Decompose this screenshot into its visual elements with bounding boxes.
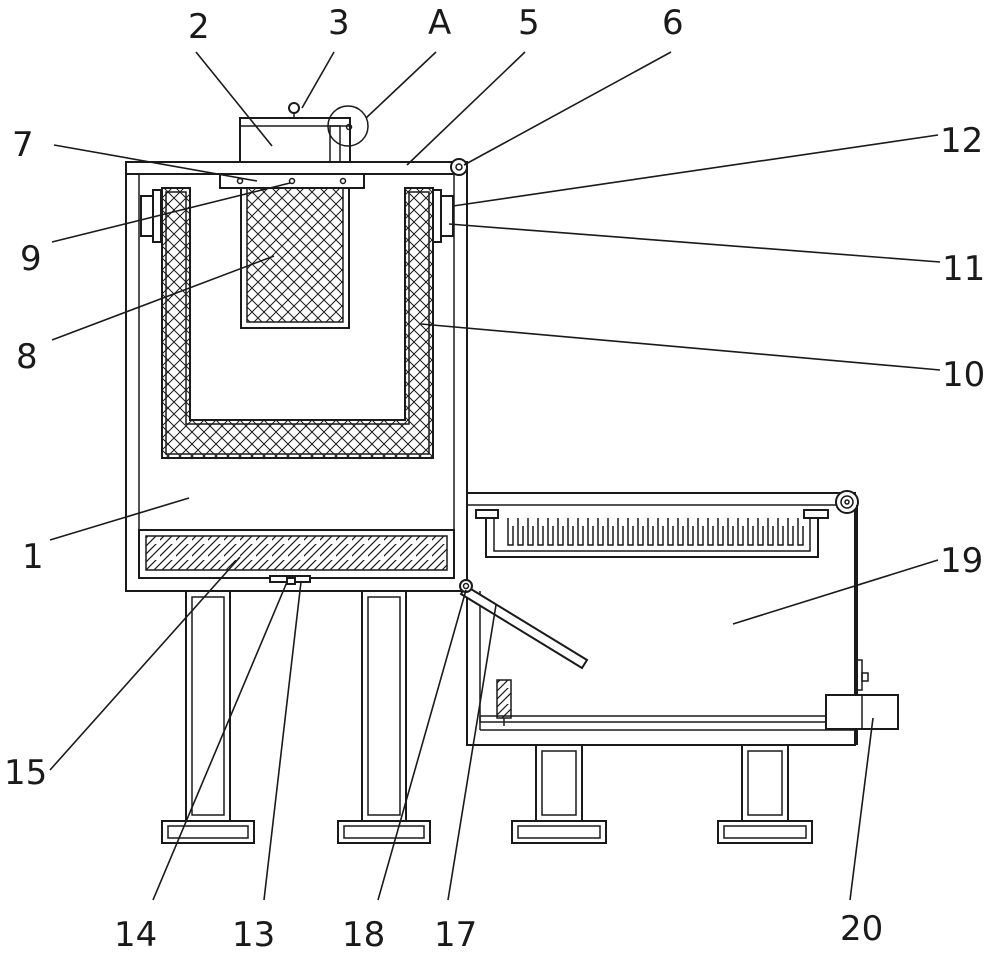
- label-11: 11: [942, 249, 985, 289]
- label-13: 13: [232, 915, 275, 953]
- label-3: 3: [328, 3, 350, 43]
- label-1: 1: [22, 537, 44, 577]
- label-2: 2: [188, 7, 210, 47]
- label-6: 6: [662, 3, 684, 43]
- leg-three: [511, 744, 607, 844]
- detail-circle-a: [327, 105, 369, 147]
- label-7: 7: [12, 125, 34, 165]
- leg-four: [717, 744, 813, 844]
- label-10: 10: [942, 355, 985, 395]
- mounting-plate: [219, 173, 365, 189]
- adjust-knob: [288, 102, 300, 118]
- label-9: 9: [20, 239, 42, 279]
- u-heating-layer: [161, 187, 434, 459]
- right-clamp: [432, 189, 454, 243]
- label-17: 17: [434, 915, 477, 953]
- label-20: 20: [840, 909, 883, 949]
- collection-box: [466, 492, 856, 746]
- comb-heater: [475, 509, 829, 558]
- label-5: 5: [518, 3, 540, 43]
- top-hinge: [450, 158, 468, 176]
- leader-lines: [49, 51, 941, 901]
- filter-screen: [240, 187, 350, 329]
- label-a: A: [428, 3, 451, 43]
- label-14: 14: [114, 915, 157, 953]
- label-8: 8: [16, 337, 38, 377]
- left-leg: [161, 590, 255, 844]
- bottom-heater: [138, 529, 455, 579]
- hinged-flap: [459, 579, 589, 670]
- label-15: 15: [4, 753, 47, 793]
- side-drawer: [825, 659, 899, 730]
- bottom-tray: [479, 679, 827, 726]
- middle-leg: [337, 590, 431, 844]
- bottom-outlet: [269, 575, 311, 585]
- label-19: 19: [940, 541, 983, 581]
- label-18: 18: [342, 915, 385, 953]
- label-12: 12: [940, 121, 983, 161]
